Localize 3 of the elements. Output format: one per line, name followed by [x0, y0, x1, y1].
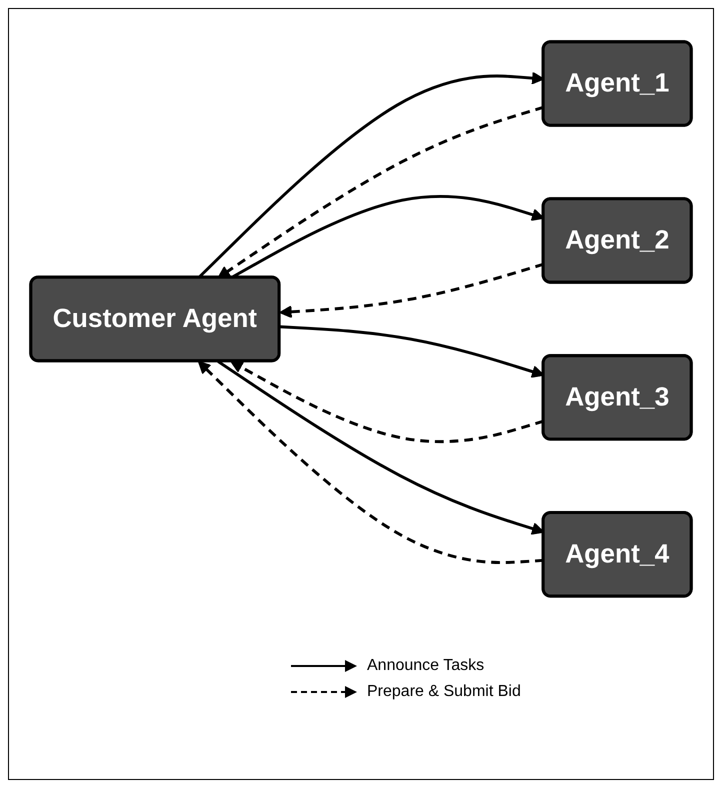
legend-text: Announce Tasks: [367, 657, 484, 675]
arrow: [198, 360, 544, 564]
legend-text: Prepare & Submit Bid: [367, 683, 521, 701]
